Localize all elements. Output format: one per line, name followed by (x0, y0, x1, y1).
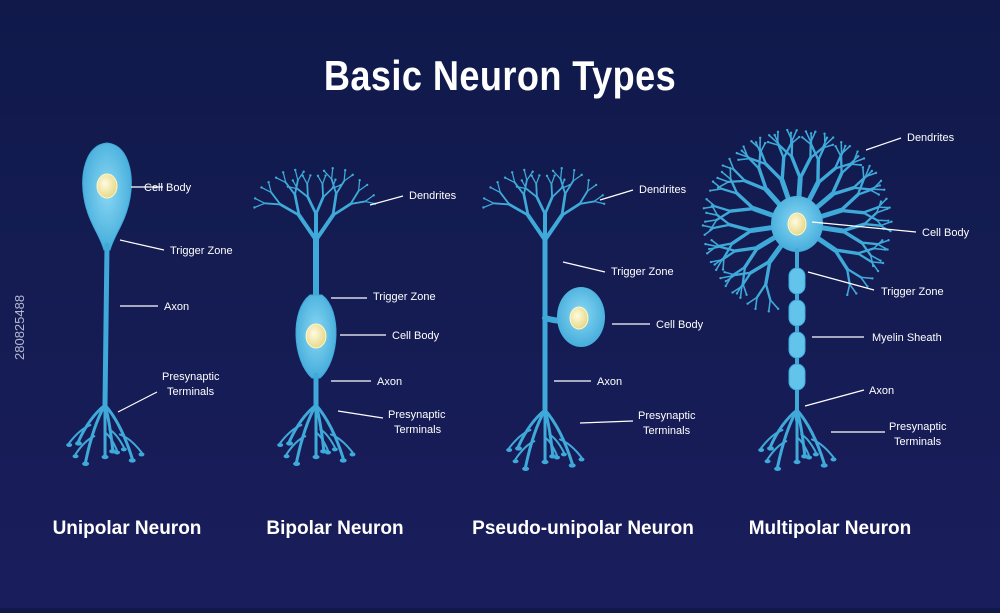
label-presynaptic-line1: Presynaptic (388, 409, 446, 421)
label-axon: Axon (164, 301, 189, 313)
label-trigger-zone: Trigger Zone (170, 245, 233, 257)
label-presynaptic-line2: Terminals (394, 424, 442, 436)
nucleus-shape (788, 213, 806, 235)
label-cell-body: Cell Body (392, 330, 440, 342)
label-presynaptic-line2: Terminals (167, 386, 215, 398)
myelin-segment (789, 300, 805, 326)
label-trigger-zone: Trigger Zone (611, 266, 674, 278)
label-presynaptic-line1: Presynaptic (638, 410, 696, 422)
label-myelin-sheath: Myelin Sheath (872, 332, 942, 344)
neuron-title-multipolar: Multipolar Neuron (749, 518, 912, 540)
myelin-segment (789, 364, 805, 390)
label-cell-body: Cell Body (144, 182, 192, 194)
myelin-segment (789, 332, 805, 358)
label-axon: Axon (869, 385, 894, 397)
label-axon: Axon (597, 376, 622, 388)
label-presynaptic-line1: Presynaptic (889, 421, 947, 433)
label-presynaptic-line2: Terminals (894, 436, 942, 448)
neuron-title-bipolar: Bipolar Neuron (266, 518, 403, 540)
stock-id-watermark: 280825488 (12, 295, 27, 360)
label-cell-body: Cell Body (922, 227, 970, 239)
label-dendrites: Dendrites (409, 190, 457, 202)
label-cell-body: Cell Body (656, 319, 704, 331)
label-dendrites: Dendrites (907, 132, 955, 144)
nucleus-shape (97, 174, 117, 198)
neuron-title-unipolar: Unipolar Neuron (53, 518, 202, 540)
nucleus-shape (306, 324, 326, 348)
label-trigger-zone: Trigger Zone (373, 291, 436, 303)
page-title: Basic Neuron Types (70, 52, 930, 100)
myelin-segment (789, 268, 805, 294)
label-trigger-zone: Trigger Zone (881, 286, 944, 298)
nucleus-shape (570, 307, 588, 329)
label-presynaptic-line1: Presynaptic (162, 371, 220, 383)
neuron-title-pseudo-unipolar: Pseudo-unipolar Neuron (472, 518, 694, 540)
label-presynaptic-line2: Terminals (643, 425, 691, 437)
label-dendrites: Dendrites (639, 184, 687, 196)
label-axon: Axon (377, 376, 402, 388)
